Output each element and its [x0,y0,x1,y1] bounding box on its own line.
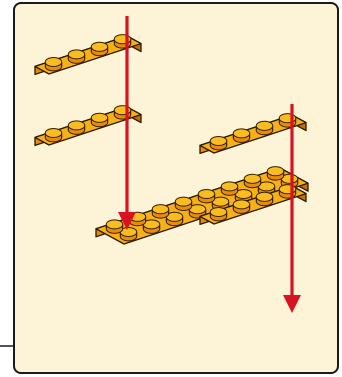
plate-right-top [199,113,307,155]
base-plate-2x8-stud [119,226,138,242]
arrow-right-insert-head [283,295,301,313]
base-plate-2x8-stud [174,196,193,212]
plate-right-bottom-stud [209,206,228,222]
plate-upper-left-top [34,34,142,76]
plate-upper-left-top-stud [67,49,86,64]
plate-upper-left-bottom-stud [67,120,86,135]
plate-right-bottom-stud [232,199,251,214]
base-plate-2x8-stud [142,219,161,234]
arrow-left-insert [118,16,136,230]
assembly-scene [34,16,309,313]
base-plate-2x8-stud [165,211,184,227]
plate-upper-left-top-stud [90,41,109,57]
base-plate-2x8-stud [243,173,262,189]
plate-right-top-stud [232,128,251,143]
plate-right-bottom [199,184,307,226]
base-plate-2x8 [95,166,309,245]
base-plate-2x8-stud [197,188,216,204]
base-plate-2x8-stud [105,219,124,234]
instruction-panel [13,2,339,374]
base-plate-2x8-stud [151,204,170,219]
arrow-right-insert [283,104,301,313]
plate-upper-left-bottom-stud [90,112,109,128]
plate-right-bottom-stud [255,191,274,207]
plate-upper-left-top-stud [44,56,63,72]
plate-upper-left-bottom-stud [44,127,63,143]
base-plate-2x8-stud [220,181,239,196]
plate-right-top-stud [209,135,228,151]
plate-right-top-stud [255,120,274,136]
arrow-left-insert-head [118,212,136,230]
base-plate-2x8-stud [266,166,285,181]
